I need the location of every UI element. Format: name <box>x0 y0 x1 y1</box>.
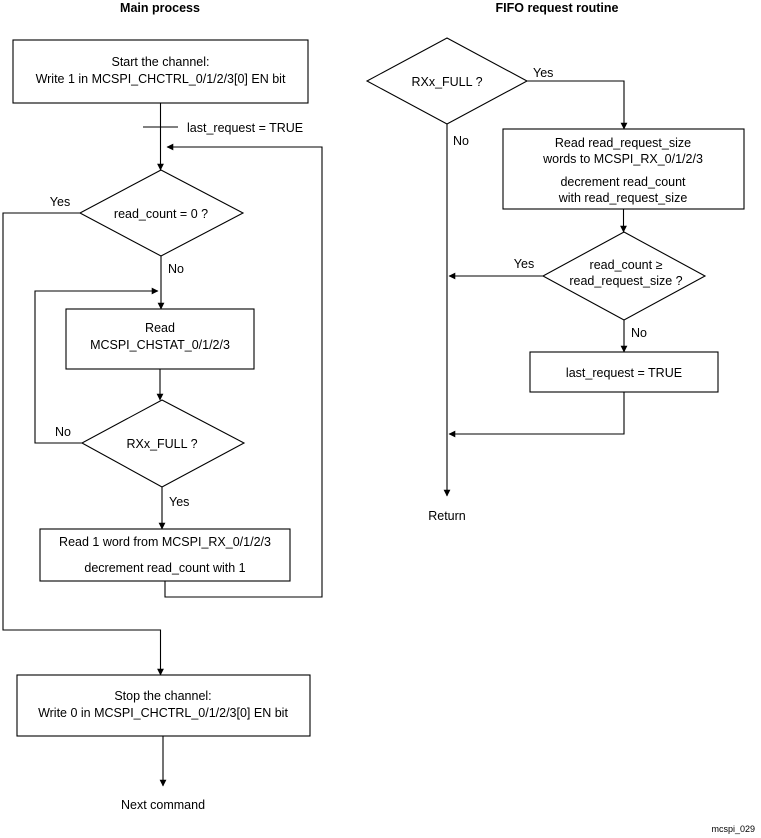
node-next-command: Next command <box>121 798 205 812</box>
edge-last-request-to-return-trunk <box>448 392 625 438</box>
node-stop-channel-line2: Write 0 in MCSPI_CHCTRL_0/1/2/3[0] EN bi… <box>38 706 288 720</box>
edge-label-fifo-rxx-full-yes: Yes <box>533 66 553 80</box>
node-read-one-word-line2: decrement read_count with 1 <box>84 561 245 575</box>
node-read-chstat-line1: Read <box>145 321 175 335</box>
edge-label-count-vs-size-no: No <box>631 326 647 340</box>
node-last-request-true[interactable] <box>529 351 719 393</box>
column-title-fifo-routine: FIFO request routine <box>496 1 619 15</box>
node-stop-channel-line1: Stop the channel: <box>114 689 211 703</box>
edge-read-one-word-loopback <box>164 143 323 598</box>
node-count-vs-size-line2: read_request_size ? <box>569 274 682 288</box>
node-read-request[interactable] <box>502 128 745 210</box>
node-start-channel-line1: Start the channel: <box>112 55 210 69</box>
node-start-channel[interactable] <box>12 39 309 104</box>
node-read-request-line1: Read read_request_size <box>555 136 691 150</box>
node-read-request-line3: decrement read_count <box>560 175 686 189</box>
annotation-last-request-true: last_request = TRUE <box>187 121 303 135</box>
edge-read-count-zero-yes-to-stop-channel <box>2 212 164 676</box>
figure-id-label: mcspi_029 <box>711 824 755 834</box>
node-last-request-true-label: last_request = TRUE <box>566 366 682 380</box>
node-fifo-return: Return <box>428 509 466 523</box>
node-count-vs-size-line1: read_count ≥ <box>590 258 663 272</box>
edge-main-rxx-full-no-loopback <box>34 287 159 444</box>
node-read-one-word-line1: Read 1 word from MCSPI_RX_0/1/2/3 <box>59 535 271 549</box>
node-main-rxx-full-label: RXx_FULL ? <box>126 437 197 451</box>
edge-label-main-rxx-full-no: No <box>55 425 71 439</box>
edge-label-fifo-rxx-full-no: No <box>453 134 469 148</box>
node-read-one-word[interactable] <box>39 528 291 582</box>
node-start-channel-line2: Write 1 in MCSPI_CHCTRL_0/1/2/3[0] EN bi… <box>36 72 286 86</box>
node-read-request-line4: with read_request_size <box>558 191 688 205</box>
node-read-chstat[interactable] <box>65 308 255 370</box>
edge-label-main-rxx-full-yes: Yes <box>169 495 189 509</box>
edge-label-read-count-zero-yes: Yes <box>50 195 70 209</box>
column-title-main-process: Main process <box>120 1 200 15</box>
edge-label-count-vs-size-yes: Yes <box>514 257 534 271</box>
node-fifo-rxx-full-label: RXx_FULL ? <box>411 75 482 89</box>
node-read-count-zero-label: read_count = 0 ? <box>114 207 208 221</box>
edge-fifo-rxx-full-yes-to-read-request <box>527 80 628 130</box>
edge-label-read-count-zero-no: No <box>168 262 184 276</box>
node-read-chstat-line2: MCSPI_CHSTAT_0/1/2/3 <box>90 338 230 352</box>
node-read-request-line2: words to MCSPI_RX_0/1/2/3 <box>542 152 703 166</box>
node-stop-channel[interactable] <box>16 674 311 737</box>
